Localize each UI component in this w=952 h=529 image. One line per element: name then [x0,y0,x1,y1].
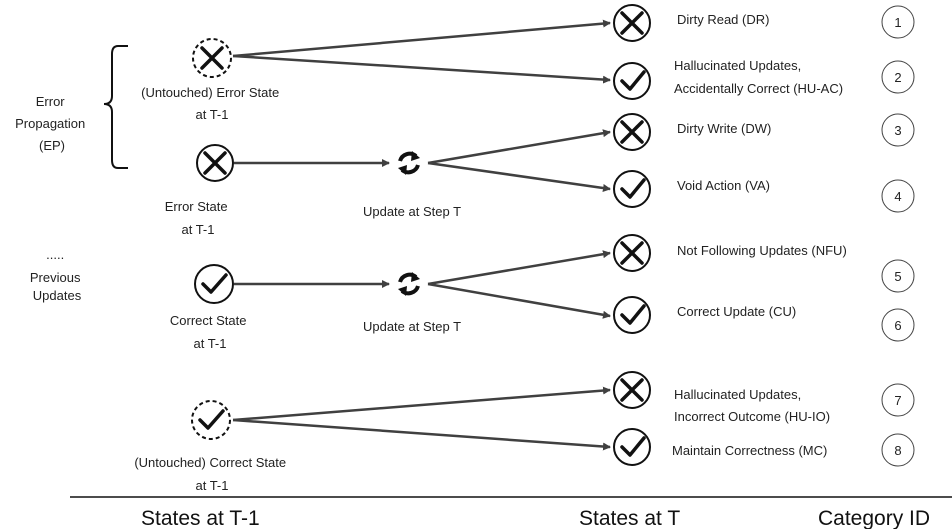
svg-text:7: 7 [894,393,901,408]
refresh-icon [398,272,420,296]
category-id-badge [881,179,915,213]
check-icon [613,170,651,208]
svg-text:Correct Update (CU): Correct Update (CU) [677,304,796,319]
category-id-badge [881,259,915,293]
check-icon [613,428,651,466]
outcome-cu: Correct Update (CU) 6 [613,296,915,342]
svg-text:Correct State at T-1: Correct State at T-1 [170,313,250,351]
arrow-update1-to-va [427,161,611,192]
arrow-update2-to-cu [427,282,611,319]
svg-text:Update at Step T: Update at Step T [363,319,461,334]
svg-text:8: 8 [894,443,901,458]
category-id-badge [881,5,915,39]
previous-updates-label: ..... Previous Updates [30,247,84,303]
category-id-badge [881,383,915,417]
svg-text:Void Action (VA): Void Action (VA) [677,178,770,193]
svg-text:Hallucinated Updates, Ac: Hallucinated Updates, Accidentally Corre… [674,58,843,96]
arrow-untouched-error-to-huac [232,54,611,84]
outcome-mc: Maintain Correctness (MC) 8 [613,428,915,467]
svg-text:2: 2 [894,70,901,85]
arrow-untouched-error-to-dr [232,19,611,58]
svg-text:1: 1 [894,15,901,30]
source-state-correct: Correct State at T-1 [170,264,250,351]
svg-text:Maintain Correctness (MC): Maintain Correctness (MC) [672,443,827,458]
check-icon-dashed [191,400,231,440]
connectors [232,19,611,451]
svg-text:Hallucinated Updates, In: Hallucinated Updates, Incorrect Outcome … [674,387,830,424]
svg-text:Not Following Updates (NFU): Not Following Updates (NFU) [677,243,847,258]
category-id-badge [881,60,915,94]
source-state-untouched-error: (Untouched) Error State at T-1 [141,38,283,122]
category-id-badge [881,113,915,147]
arrow-update2-to-nfu [427,250,611,286]
refresh-icon [398,151,420,175]
axis-label-left: States at T-1 [141,507,260,529]
check-icon [194,264,234,304]
svg-text:(Untouched) Error State: (Untouched) Error State at T-1 [141,85,283,122]
check-icon [613,296,651,334]
outcome-dr: Dirty Read (DR) 1 [613,4,915,42]
svg-text:Dirty Read (DR): Dirty Read (DR) [677,12,769,27]
svg-text:Error State at T-1: Error State at T-1 [165,199,231,237]
svg-text:4: 4 [894,189,901,204]
source-state-untouched-correct: (Untouched) Correct State at T-1 [134,400,289,493]
category-id-badge [881,433,915,467]
outcome-nfu: Not Following Updates (NFU) 5 [613,234,915,293]
error-propagation-group: Error Propagation (EP) [15,45,128,169]
outcome-hu-io: Hallucinated Updates, Incorrect Outcome … [613,371,915,424]
source-state-error: Error State at T-1 [165,144,234,237]
update-node-2: Update at Step T [363,272,461,334]
axis-label-middle: States at T [579,507,680,529]
check-icon [613,62,651,100]
svg-text:5: 5 [894,269,901,284]
arrow-untouched-correct-to-huio [232,386,611,422]
arrow-update1-to-dw [427,129,611,165]
outcome-dw: Dirty Write (DW) 3 [613,113,915,151]
svg-text:3: 3 [894,123,901,138]
arrow-untouched-correct-to-mc [232,418,611,451]
curly-brace [103,45,128,169]
category-id-badge [881,308,915,342]
svg-text:Dirty Write (DW): Dirty Write (DW) [677,121,771,136]
ep-label: Error Propagation (EP) [15,94,89,153]
svg-text:(Untouched) Correct State: (Untouched) Correct State at T-1 [134,455,289,493]
svg-text:6: 6 [894,318,901,333]
axis-label-right: Category ID [818,507,930,529]
svg-text:Update at Step T: Update at Step T [363,204,461,219]
outcome-va: Void Action (VA) 4 [613,170,915,213]
outcome-hu-ac: Hallucinated Updates, Accidentally Corre… [613,58,915,100]
update-node-1: Update at Step T [363,151,461,219]
